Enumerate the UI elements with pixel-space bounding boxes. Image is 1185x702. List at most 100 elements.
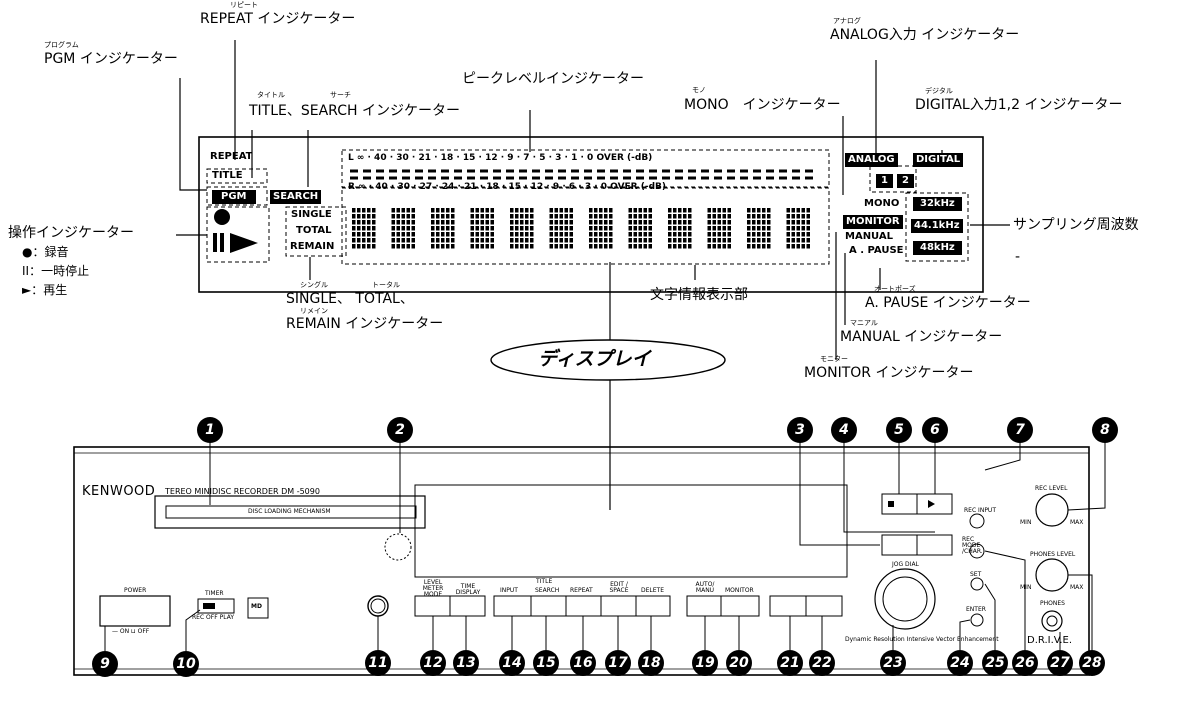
matrix-dot xyxy=(406,244,410,249)
callout-number: 12 xyxy=(420,650,446,676)
lcd-total: TOTAL xyxy=(296,225,332,236)
matrix-dot xyxy=(767,232,771,237)
matrix-dot xyxy=(475,214,479,219)
matrix-dot xyxy=(530,208,534,213)
matrix-dot xyxy=(520,238,524,243)
matrix-dot xyxy=(446,226,450,231)
matrix-dot xyxy=(357,232,361,237)
matrix-dot xyxy=(678,214,682,219)
matrix-dot xyxy=(396,244,400,249)
time-display-label: TIME DISPLAY xyxy=(455,583,481,596)
matrix-dot xyxy=(678,238,682,243)
callout-number: 13 xyxy=(453,650,479,676)
matrix-dot xyxy=(643,208,647,213)
matrix-dot xyxy=(633,232,637,237)
matrix-dot xyxy=(668,238,672,243)
matrix-dot xyxy=(549,208,553,213)
matrix-dot xyxy=(752,220,756,225)
monitor-indicator-label: MONITOR インジケーター xyxy=(804,365,974,381)
matrix-dot xyxy=(609,214,613,219)
matrix-dot xyxy=(525,226,529,231)
matrix-dot xyxy=(604,208,608,213)
matrix-dot xyxy=(722,214,726,219)
matrix-dot xyxy=(554,208,558,213)
matrix-dot xyxy=(673,244,677,249)
lcd-single: SINGLE xyxy=(291,209,332,220)
matrix-dot xyxy=(604,238,608,243)
matrix-dot xyxy=(757,220,761,225)
matrix-dot xyxy=(643,244,647,249)
matrix-dot xyxy=(530,226,534,231)
matrix-dot xyxy=(806,220,810,225)
lcd-pgm: PGM xyxy=(212,190,256,204)
matrix-dot xyxy=(668,244,672,249)
lcd-title: TITLE xyxy=(212,170,243,181)
repeat-ruby: リピート xyxy=(230,1,258,9)
matrix-dot xyxy=(673,214,677,219)
matrix-dot xyxy=(490,244,494,249)
matrix-dot xyxy=(470,214,474,219)
matrix-dot xyxy=(643,220,647,225)
matrix-dot xyxy=(643,232,647,237)
callout-number: 8 xyxy=(1092,417,1118,443)
matrix-dot xyxy=(791,208,795,213)
matrix-dot xyxy=(806,244,810,249)
matrix-dot xyxy=(727,226,731,231)
matrix-dot xyxy=(767,226,771,231)
matrix-dot xyxy=(441,238,445,243)
title-group-label: TITLE xyxy=(536,578,553,585)
matrix-dot xyxy=(470,244,474,249)
title-ruby: タイトル xyxy=(257,91,285,99)
matrix-dot xyxy=(411,238,415,243)
matrix-dot xyxy=(554,232,558,237)
matrix-dot xyxy=(367,244,371,249)
matrix-dot xyxy=(752,244,756,249)
matrix-dot xyxy=(722,220,726,225)
matrix-dot xyxy=(683,244,687,249)
matrix-dot xyxy=(431,232,435,237)
manual-indicator-label: MANUAL インジケーター xyxy=(840,329,1003,345)
matrix-dot xyxy=(707,244,711,249)
matrix-dot xyxy=(411,232,415,237)
matrix-dot xyxy=(554,244,558,249)
matrix-dot xyxy=(806,232,810,237)
matrix-dot xyxy=(727,220,731,225)
matrix-dot xyxy=(648,244,652,249)
matrix-dot xyxy=(786,244,790,249)
matrix-dot xyxy=(712,208,716,213)
matrix-dot xyxy=(791,220,795,225)
matrix-dot xyxy=(712,232,716,237)
matrix-dot xyxy=(490,226,494,231)
matrix-dot xyxy=(391,244,395,249)
matrix-dot xyxy=(762,226,766,231)
single-ruby: シングル xyxy=(300,281,328,289)
matrix-dot xyxy=(396,226,400,231)
matrix-dot xyxy=(609,220,613,225)
matrix-dot xyxy=(411,220,415,225)
matrix-dot xyxy=(510,220,514,225)
matrix-dot xyxy=(559,238,563,243)
callout-number: 18 xyxy=(638,650,664,676)
matrix-dot xyxy=(510,244,514,249)
matrix-dot xyxy=(451,220,455,225)
matrix-dot xyxy=(406,232,410,237)
matrix-dot xyxy=(762,208,766,213)
matrix-dot xyxy=(628,238,632,243)
matrix-dot xyxy=(441,220,445,225)
repeat-button-label: REPEAT xyxy=(570,587,593,594)
timer-modes-label: REC OFF PLAY xyxy=(192,614,234,621)
matrix-dot xyxy=(352,208,356,213)
matrix-dot xyxy=(485,232,489,237)
matrix-dot xyxy=(475,244,479,249)
matrix-dot xyxy=(475,238,479,243)
matrix-dot xyxy=(609,208,613,213)
matrix-dot xyxy=(431,220,435,225)
matrix-dot xyxy=(668,214,672,219)
matrix-dot xyxy=(401,226,405,231)
matrix-dot xyxy=(648,238,652,243)
matrix-dot xyxy=(372,220,376,225)
matrix-dot xyxy=(712,214,716,219)
matrix-dot xyxy=(717,214,721,219)
matrix-dot xyxy=(688,244,692,249)
matrix-dot xyxy=(436,208,440,213)
